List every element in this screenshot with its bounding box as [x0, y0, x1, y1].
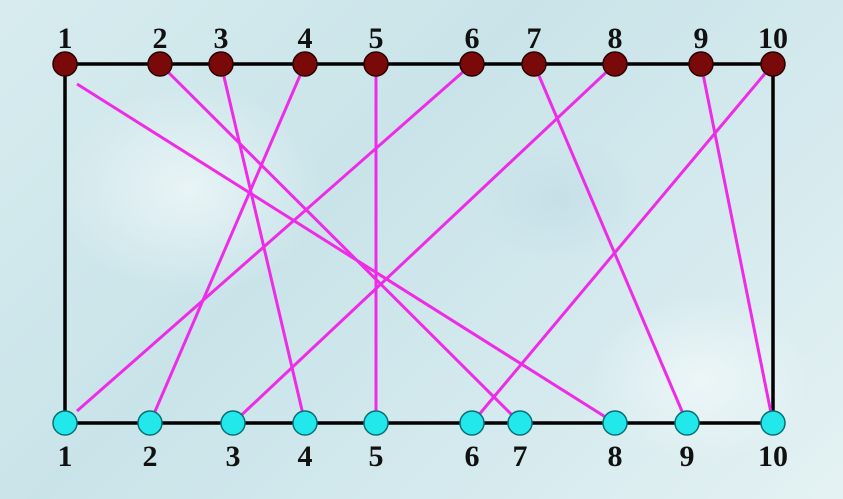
bottom-node-label: 5: [369, 440, 384, 473]
top-node-label: 7: [527, 22, 542, 55]
top-node-label: 8: [608, 22, 623, 55]
bottom-node-10: [760, 410, 786, 436]
frame-rectangle: [63, 62, 775, 425]
top-node-10: [760, 51, 786, 77]
top-node-label: 5: [369, 22, 384, 55]
bottom-node-3: [220, 410, 246, 436]
bottom-node-label: 7: [513, 440, 528, 473]
top-node-label: 3: [214, 22, 229, 55]
bottom-node-label: 4: [298, 440, 313, 473]
bottom-node-label: 3: [226, 440, 241, 473]
top-node-label: 4: [298, 22, 313, 55]
top-node-label: 10: [758, 22, 788, 55]
top-node-9: [688, 51, 714, 77]
edge-top-6-bottom-1: [76, 62, 473, 413]
top-node-7: [521, 51, 547, 77]
bottom-node-label: 8: [608, 440, 623, 473]
bottom-node-label: 1: [58, 440, 73, 473]
nodes: [52, 51, 786, 436]
edge-top-3-bottom-4: [219, 63, 307, 424]
edge-top-7-bottom-9: [532, 63, 689, 424]
top-node-6: [459, 51, 485, 77]
top-node-5: [363, 51, 389, 77]
edge-top-2-bottom-7: [158, 62, 522, 425]
bottom-node-4: [292, 410, 318, 436]
top-node-2: [147, 51, 173, 77]
bottom-node-7: [507, 410, 533, 436]
bottom-node-label: 2: [143, 440, 158, 473]
edge-top-9-bottom-10: [699, 63, 775, 424]
bottom-node-6: [459, 410, 485, 436]
edge-top-10-bottom-6: [470, 63, 775, 424]
edge-top-8-bottom-3: [231, 62, 617, 425]
bottom-node-9: [674, 410, 700, 436]
top-node-4: [292, 51, 318, 77]
top-node-label: 6: [465, 22, 480, 55]
top-node-label: 1: [58, 22, 73, 55]
bottom-node-1: [52, 410, 78, 436]
top-node-label: 2: [153, 22, 168, 55]
edge-top-4-bottom-2: [148, 63, 307, 424]
top-node-8: [602, 51, 628, 77]
bottom-node-5: [363, 410, 389, 436]
frame: [63, 62, 775, 425]
matching-edges: [76, 62, 775, 425]
top-node-1: [52, 51, 78, 77]
bottom-node-8: [602, 410, 628, 436]
top-node-label: 9: [694, 22, 709, 55]
bottom-node-label: 10: [758, 440, 788, 473]
edge-top-1-bottom-8: [76, 82, 616, 425]
top-node-3: [208, 51, 234, 77]
bottom-node-label: 6: [465, 440, 480, 473]
bottom-node-2: [137, 410, 163, 436]
bottom-node-label: 9: [680, 440, 695, 473]
